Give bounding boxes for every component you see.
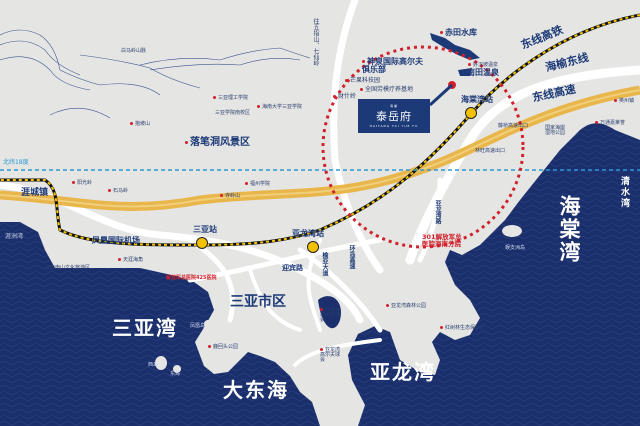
label-dongdao: 东岛 xyxy=(170,371,181,377)
label-exit-linwang: 林旺高速出口 xyxy=(475,148,506,154)
label-siling: 寺岭山 xyxy=(220,194,240,199)
reservoir xyxy=(430,33,480,60)
label-chitian-reservoir: 赤田水库 xyxy=(440,29,477,37)
label-yalongwan-station: 亚龙湾站 xyxy=(292,229,324,238)
label-hongxia-reserve: 红树林生态保护区 xyxy=(440,326,485,331)
label-baima-mountains: 白马岭山脉 xyxy=(121,48,147,54)
radius-ring xyxy=(321,45,525,249)
label-caishiling: 财什岭 xyxy=(333,94,356,100)
label-shima: 石马岭 xyxy=(108,189,128,194)
label-luobidong: 落笔洞风景区 xyxy=(185,138,250,148)
haitangwan-station-icon xyxy=(465,107,477,119)
label-sanya-station: 三亚站 xyxy=(193,225,217,234)
label-baopo: 抱坡山 xyxy=(130,122,150,127)
label-qingshui-bay: 清水湾 xyxy=(619,176,629,209)
project-prefix: 海棠 xyxy=(389,104,398,108)
label-wuzhizhou: 蜈支洲岛 xyxy=(505,245,526,251)
label-nantian: 南田温泉 xyxy=(467,68,499,77)
label-hospital-425: 解放军总医院425医院 xyxy=(166,275,217,281)
label-shenquan-golf: 神泉国际高尔夫俱乐部 xyxy=(362,57,423,74)
label-yalong-forest: 亚龙湾森林公园 xyxy=(386,304,426,309)
label-fenghuang-island: 凤凰岛 xyxy=(190,323,206,329)
label-hospital-301: 301解放军总医院海南分院 xyxy=(422,233,462,248)
label-g224: 往五指山、七仙岭 xyxy=(312,18,319,66)
label-sanya-ligong: 三亚理工学院 xyxy=(213,96,248,101)
project-name: 泰岳府 xyxy=(376,110,412,123)
project-subtitle: HAITANG TAI YUE FU xyxy=(369,124,419,128)
yalongwan-station-icon xyxy=(307,241,319,253)
label-yalong-golf: 亚龙湾高尔夫球会 xyxy=(320,348,344,363)
wuzhizhou-island xyxy=(502,225,522,237)
label-laomo: 全国劳模疗养基地 xyxy=(360,87,413,93)
label-sanya-city: 三亚市区 xyxy=(230,294,286,310)
sanya-station-icon xyxy=(196,237,208,249)
label-sanya-xueyuan: 三亚学院南校区 xyxy=(215,110,251,116)
label-luhuitou: 鹿回头公园 xyxy=(208,345,238,350)
project-logo[interactable]: 海棠 泰岳府 HAITANG TAI YUE FU xyxy=(358,99,430,133)
label-haotian: 好汉坡温泉 xyxy=(468,63,498,68)
label-exit-tengqiao: 藤桥高速出口 xyxy=(498,123,529,129)
label-guojia-park: 国家海岸湿地公园 xyxy=(545,125,566,136)
label-haitang-bay: 海棠湾 xyxy=(557,195,581,264)
label-sanya-bay: 三亚湾 xyxy=(112,316,178,340)
label-yangguang: 阳光岭 xyxy=(72,181,92,186)
label-fuzhou-college: 福州学院 xyxy=(245,182,270,187)
label-yuya-road: 榆亚大道 xyxy=(321,252,328,276)
label-mangguo: 芒果科技园 xyxy=(345,78,380,84)
label-xidao: 西岛 xyxy=(148,362,159,368)
label-yalongwan-road: 亚龙湾路 xyxy=(434,200,441,224)
label-airport: 凤凰国际机场 xyxy=(92,236,140,245)
label-tianya: 天涯海角 xyxy=(118,258,143,263)
label-dadonghai: 大东海 xyxy=(223,378,289,402)
label-haitangwan-station: 海棠湾站 xyxy=(461,95,493,104)
label-yingbin-road: 迎宾路 xyxy=(282,264,303,272)
label-wanda: 万通嘉莱誉 xyxy=(595,121,625,126)
label-nanshan: 三亚南山文化旅游区 xyxy=(45,265,91,271)
label-hongxia-golf: 红峡谷高尔夫球会 xyxy=(320,308,344,323)
mountain-sketch xyxy=(0,29,311,119)
label-latitude: 北纬18度 xyxy=(3,159,29,166)
label-huanbei-road: 环岛高速 xyxy=(348,245,355,269)
label-yalong-bay: 亚龙湾 xyxy=(370,360,436,384)
label-hainan-univ: 海南大学三亚学院 xyxy=(257,105,302,110)
label-yacheng: 涯城镇 xyxy=(21,188,49,198)
label-yingzhou: 英州镇 xyxy=(614,99,634,104)
railway xyxy=(0,13,640,247)
label-yazhou-bay: 涯洲湾 xyxy=(5,233,24,240)
road-haiyu-east xyxy=(405,65,640,265)
